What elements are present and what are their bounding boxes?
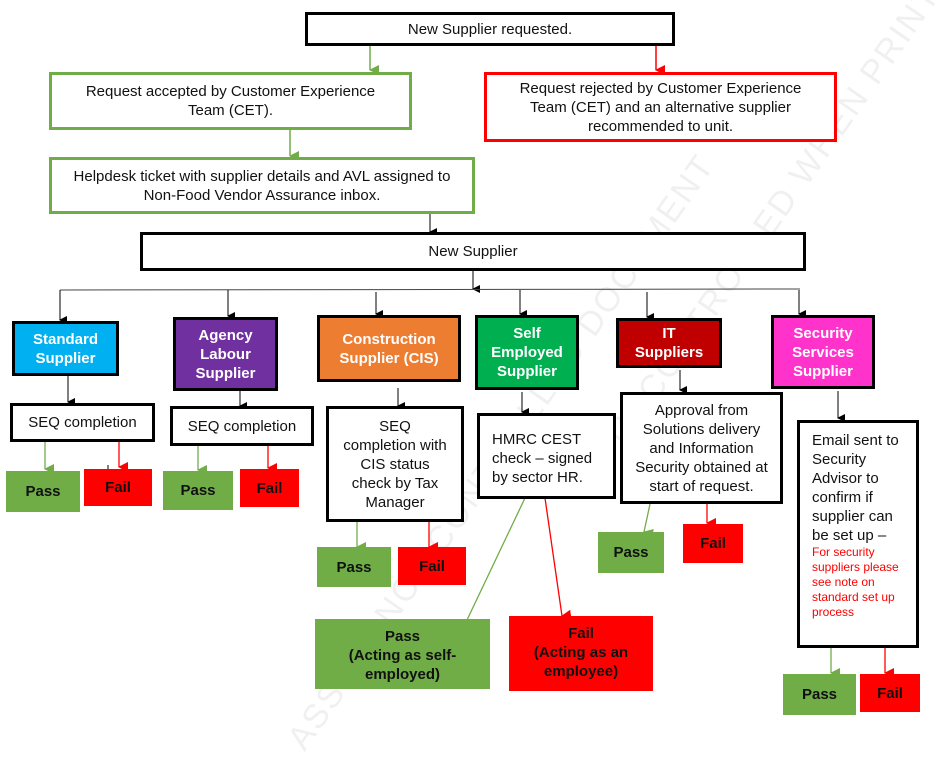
step-security-email: Email sent to Security Advisor to confir… — [797, 420, 919, 648]
category-construction-supplier: Construction Supplier (CIS) — [317, 315, 461, 382]
standard-fail: Fail — [84, 469, 152, 506]
security-note-text: For security suppliers please see note o… — [812, 545, 899, 619]
standard-pass: Pass — [6, 471, 80, 512]
step-it-approval: Approval from Solutions delivery and Inf… — [620, 392, 783, 504]
helpdesk-ticket-box: Helpdesk ticket with supplier details an… — [49, 157, 475, 214]
self-employed-pass: Pass (Acting as self-employed) — [315, 619, 490, 689]
request-accepted-box: Request accepted by Customer Experience … — [49, 72, 412, 130]
step-agency-seq: SEQ completion — [170, 406, 314, 446]
step-standard-seq: SEQ completion — [10, 403, 155, 442]
security-pass: Pass — [783, 674, 856, 715]
construction-fail: Fail — [398, 547, 466, 585]
request-rejected-box: Request rejected by Customer Experience … — [484, 72, 837, 142]
security-fail: Fail — [860, 674, 920, 712]
step-construction-seq-cis: SEQ completion with CIS status check by … — [326, 406, 464, 522]
new-supplier-requested-text: New Supplier requested. — [407, 20, 573, 38]
request-rejected-text: Request rejected by Customer Experience … — [519, 79, 802, 135]
new-supplier-box: New Supplier — [140, 232, 806, 271]
category-it-suppliers: IT Suppliers — [616, 318, 722, 368]
connectors — [44, 45, 894, 678]
security-email-text: Email sent to Security Advisor to confir… — [812, 432, 899, 544]
new-supplier-text: New Supplier — [428, 243, 518, 260]
branch-line — [59, 288, 801, 291]
category-security-services-supplier: Security Services Supplier — [771, 315, 875, 389]
it-fail: Fail — [683, 524, 743, 563]
step-hmrc-cest-check: HMRC CEST check – signed by sector HR. — [477, 413, 616, 499]
helpdesk-ticket-text: Helpdesk ticket with supplier details an… — [73, 167, 451, 204]
new-supplier-requested-box: New Supplier requested. — [305, 12, 675, 46]
construction-pass: Pass — [317, 547, 391, 587]
it-pass: Pass — [598, 532, 664, 573]
category-self-employed-supplier: Self Employed Supplier — [475, 315, 579, 390]
category-standard-supplier: Standard Supplier — [12, 321, 119, 376]
agency-fail: Fail — [240, 469, 299, 507]
category-agency-labour-supplier: Agency Labour Supplier — [173, 317, 278, 391]
agency-pass: Pass — [163, 471, 233, 510]
request-accepted-text: Request accepted by Customer Experience … — [85, 83, 376, 119]
self-employed-fail: Fail (Acting as an employee) — [509, 616, 653, 691]
